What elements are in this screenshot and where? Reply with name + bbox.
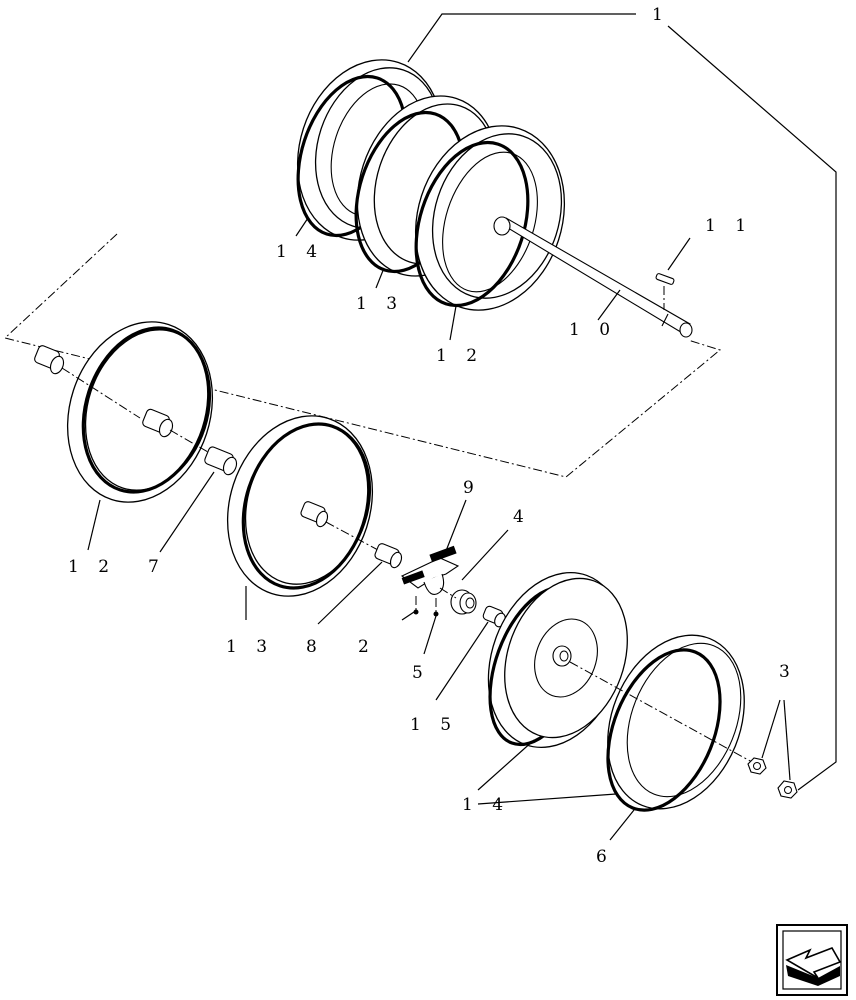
callout-6: 6 bbox=[596, 847, 614, 867]
bracket-9 bbox=[400, 545, 460, 595]
bushing-7 bbox=[204, 446, 238, 476]
callout-9: 9 bbox=[463, 478, 481, 498]
wheel-12-lower bbox=[66, 321, 214, 503]
bushing-12-left bbox=[34, 345, 65, 375]
bushing-15 bbox=[482, 605, 506, 628]
pin-11 bbox=[655, 273, 675, 310]
axis-line-right bbox=[439, 587, 457, 599]
screw-2 bbox=[413, 609, 419, 615]
callout-15: 1 5 bbox=[410, 715, 458, 735]
callout-5: 5 bbox=[412, 663, 430, 683]
leader-lines bbox=[87, 13, 837, 841]
wheel-14-lower bbox=[487, 571, 628, 749]
callout-12-upper: 1 2 bbox=[436, 346, 484, 366]
callout-12-lower: 1 2 bbox=[68, 557, 116, 577]
screw-5 bbox=[433, 611, 439, 617]
callout-13-upper: 1 3 bbox=[356, 294, 404, 314]
axis-line-left bbox=[61, 367, 141, 419]
callout-8: 8 bbox=[306, 637, 324, 657]
callout-14-lower: 1 4 bbox=[462, 795, 510, 815]
callout-10: 1 0 bbox=[569, 320, 617, 340]
callout-1: 1 bbox=[652, 5, 670, 25]
wheel-13-lower bbox=[226, 415, 374, 597]
nav-arrow-button[interactable] bbox=[776, 924, 848, 996]
arrow-icon bbox=[785, 947, 842, 986]
callout-14-upper: 1 4 bbox=[276, 242, 324, 262]
wheel-12-upper bbox=[414, 125, 566, 311]
nut-3a bbox=[747, 757, 767, 775]
upper-wheel-assembly bbox=[296, 59, 693, 338]
callout-3: 3 bbox=[779, 662, 797, 682]
bushing-8 bbox=[374, 543, 403, 569]
callout-4: 4 bbox=[513, 507, 531, 527]
hub-4 bbox=[450, 589, 477, 615]
tire-6 bbox=[606, 634, 745, 812]
assembly-boundary bbox=[3, 233, 722, 478]
callout-7: 7 bbox=[148, 557, 166, 577]
nut-3b bbox=[777, 780, 798, 799]
axis-line-lower bbox=[569, 661, 753, 763]
axis-line-center bbox=[325, 521, 379, 551]
bushing-12-center bbox=[142, 408, 174, 438]
callout-13-lower: 1 3 bbox=[226, 637, 274, 657]
bushing-13-center bbox=[300, 501, 329, 528]
shaft-10 bbox=[493, 216, 693, 338]
callout-11: 1 1 bbox=[705, 216, 753, 236]
axis-line-left-2 bbox=[169, 429, 209, 453]
callout-2: 2 bbox=[358, 637, 376, 657]
